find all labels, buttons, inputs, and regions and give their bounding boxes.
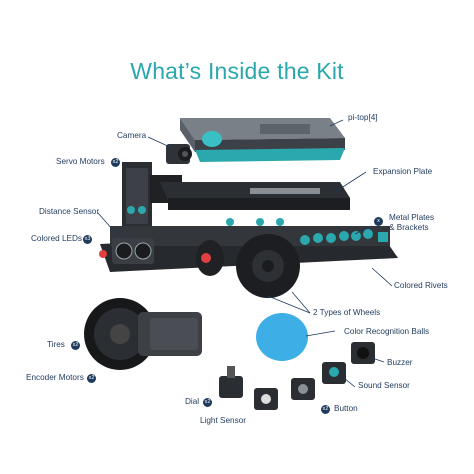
label-servo-motors: Servo Motors: [56, 157, 105, 166]
label-two-types-wheels: 2 Types of Wheels: [313, 308, 381, 317]
page-title: What’s Inside the Kit: [130, 58, 344, 84]
button-module: [291, 378, 315, 400]
label-expansion-plate: Expansion Plate: [373, 167, 433, 176]
label-brackets: & Brackets: [389, 223, 429, 232]
badge-metal-plates: x: [374, 217, 383, 226]
expansion-plate: [160, 182, 350, 210]
label-metal-plates: Metal Plates: [389, 213, 435, 222]
tire-encoder: [84, 298, 202, 370]
buzzer-module: [351, 342, 375, 364]
label-dial: Dial: [185, 397, 200, 406]
label-encoder-motors: Encoder Motors: [26, 373, 84, 382]
badge-tires: x2: [71, 341, 80, 350]
leader-lines: [97, 119, 393, 388]
label-pitop: pi-top[4]: [348, 113, 378, 122]
label-camera: Camera: [117, 131, 147, 140]
sound-sensor-module: [322, 362, 346, 384]
badge-colored-leds: x3: [83, 235, 92, 244]
label-distance-sensor: Distance Sensor: [39, 207, 100, 216]
dial-module: [219, 366, 243, 398]
color-ball: [256, 313, 308, 361]
camera-module: [166, 144, 192, 164]
label-color-balls: Color Recognition Balls: [344, 327, 430, 336]
label-colored-rivets: Colored Rivets: [394, 281, 448, 290]
label-buzzer: Buzzer: [387, 358, 413, 367]
distance-sensor: [99, 238, 154, 264]
label-light-sensor: Light Sensor: [200, 416, 246, 425]
label-button: Button: [334, 404, 358, 413]
label-sound-sensor: Sound Sensor: [358, 381, 410, 390]
front-wheel: [196, 234, 300, 298]
badge-button: x2: [321, 405, 330, 414]
badge-servo-motors: x2: [111, 158, 120, 167]
label-colored-leds: Colored LEDs: [31, 234, 82, 243]
label-tires: Tires: [47, 340, 65, 349]
badge-encoder-motors: x2: [87, 374, 96, 383]
light-sensor-module: [254, 388, 278, 410]
pitop-device: [180, 118, 345, 162]
badge-dial: x2: [203, 398, 212, 407]
